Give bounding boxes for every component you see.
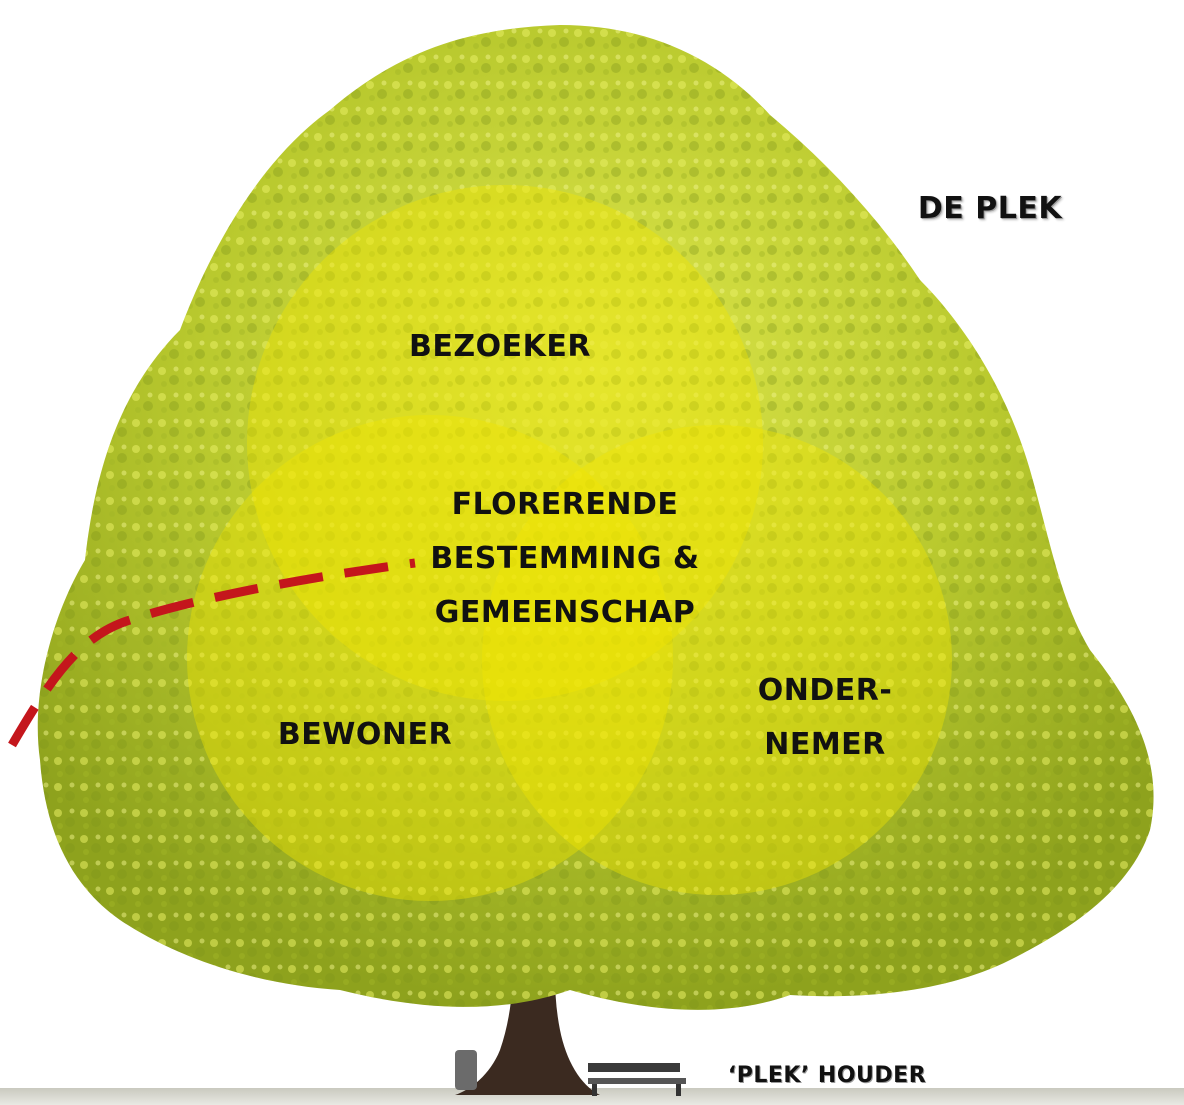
tree-crown bbox=[37, 25, 1154, 1010]
center-label: FLORERENDE BESTEMMING & GEMEENSCHAP bbox=[410, 478, 720, 640]
holder-label: ‘PLEK’ HOUDER bbox=[727, 1063, 927, 1088]
stump-icon bbox=[455, 1050, 477, 1090]
visitor-label: BEZOEKER bbox=[409, 329, 591, 364]
dashed-path bbox=[8, 558, 416, 748]
bench-icon bbox=[588, 1063, 686, 1096]
entrepreneur-line-1: ONDER- bbox=[757, 673, 893, 708]
entrepreneur-label: ONDER- NEMER bbox=[720, 664, 930, 772]
center-line-3: GEMEENSCHAP bbox=[434, 595, 696, 630]
ground bbox=[0, 1088, 1184, 1105]
circle-bewoner bbox=[187, 415, 673, 901]
center-line-2: BESTEMMING & bbox=[430, 541, 700, 576]
circle-ondernemer bbox=[482, 425, 952, 895]
place-label: DE PLEK bbox=[917, 191, 1063, 226]
entrepreneur-line-2: NEMER bbox=[764, 727, 886, 762]
resident-label: BEWONER bbox=[277, 717, 453, 752]
center-line-1: FLORERENDE bbox=[451, 487, 679, 522]
